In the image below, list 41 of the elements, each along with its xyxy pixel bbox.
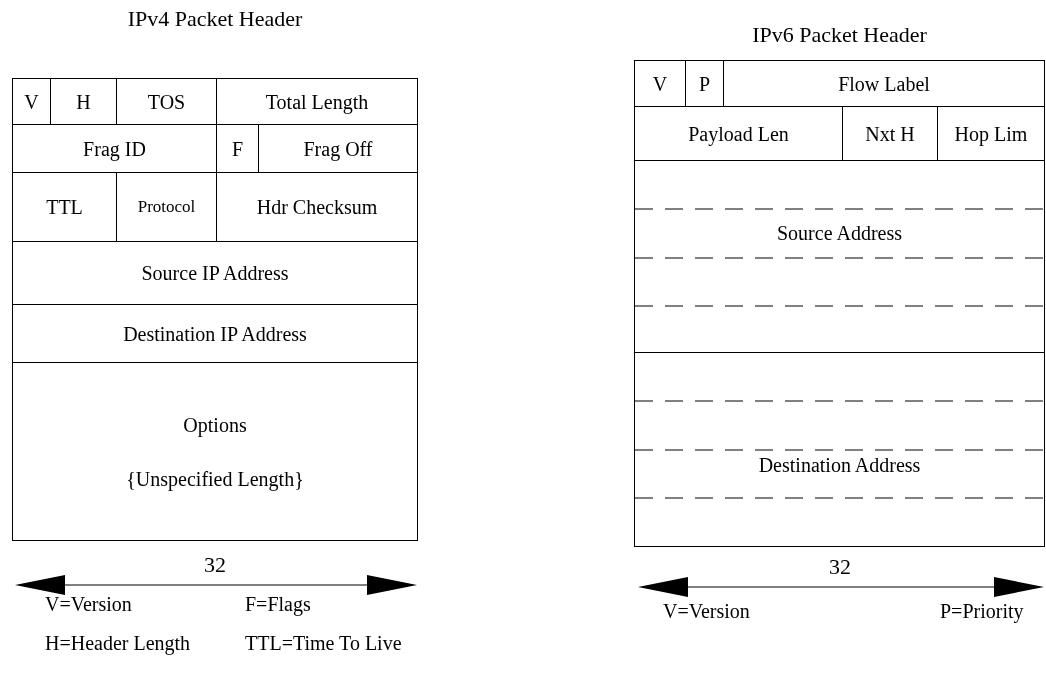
header-field (12, 362, 418, 541)
field-label: Frag ID (83, 136, 146, 161)
legend-note: V=Version (663, 600, 750, 623)
header-field (12, 78, 51, 125)
dimension-label: 32 (828, 554, 852, 580)
header-field (12, 241, 418, 305)
field-label: Hdr Checksum (256, 195, 378, 219)
header-field (634, 352, 1045, 547)
header-field (634, 160, 1045, 353)
legend-note: H=Header Length (45, 632, 191, 655)
field-label: Hop Lim (954, 121, 1028, 146)
legend-note: V=Version (45, 593, 132, 616)
field-label: Options (183, 412, 247, 437)
header-field (723, 60, 1045, 107)
field-label: Payload Len (688, 121, 789, 146)
legend-note: F=Flags (245, 593, 311, 616)
field-label: Destination IP Address (123, 321, 307, 346)
header-field (216, 78, 418, 125)
field-label: P (698, 71, 711, 96)
header-field (634, 60, 686, 107)
field-label: Total Length (265, 89, 369, 114)
table-heading: IPv6 Packet Header (751, 22, 928, 48)
field-label: TTL (46, 195, 83, 219)
field-label: TOS (147, 89, 186, 114)
field-label: Destination Address (758, 453, 921, 477)
table-heading: IPv4 Packet Header (126, 6, 304, 32)
field-label: Flow Label (838, 71, 930, 96)
legend-note: P=Priority (940, 600, 1024, 623)
field-label: Protocol (137, 196, 196, 218)
field-label: Frag Off (303, 136, 373, 161)
field-label: V (24, 89, 39, 114)
field-label: H (76, 89, 91, 114)
field-label: Source Address (777, 221, 902, 245)
legend-note: TTL=Time To Live (245, 632, 402, 655)
dimension-label: 32 (203, 552, 227, 578)
field-label: Nxt H (865, 121, 915, 146)
field-label: Source IP Address (141, 261, 289, 285)
field-label: F (231, 136, 244, 161)
field-label: V (652, 71, 668, 96)
field-label: {Unspecified Length} (126, 466, 304, 491)
header-field (12, 304, 418, 363)
